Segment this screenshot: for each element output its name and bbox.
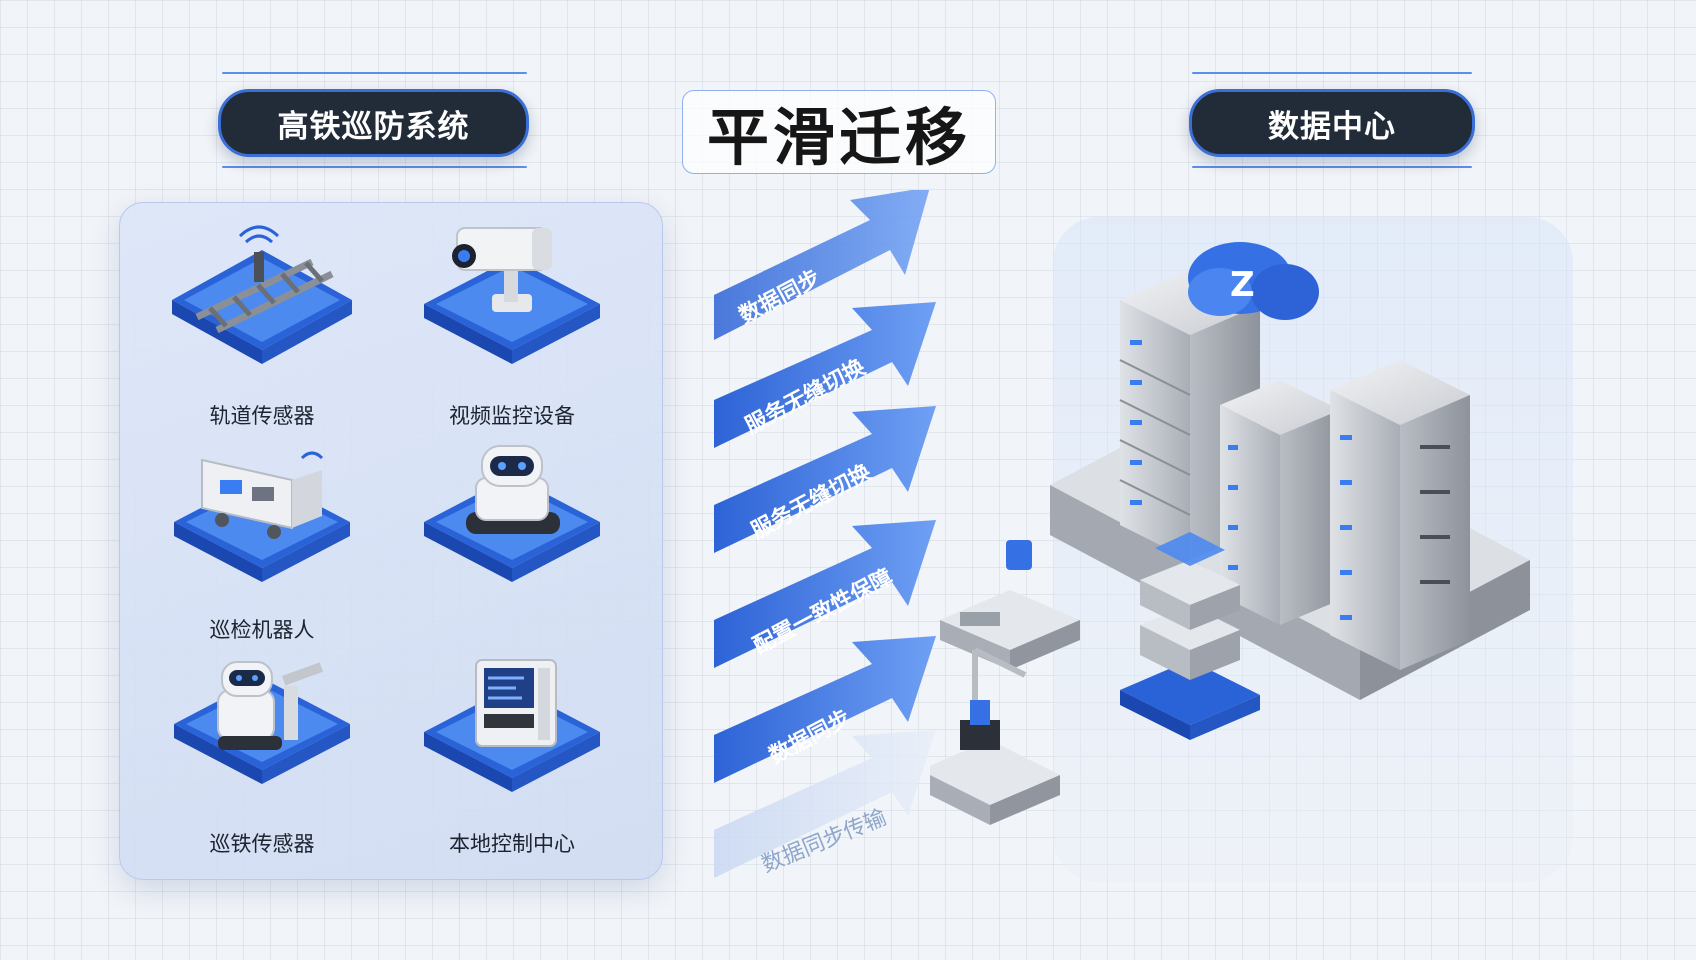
robot-icon [424,445,600,582]
device-control-terminal: 本地控制中心 [392,656,632,861]
cloud-icon: Z [1188,242,1319,320]
left-header-text: 高铁巡防系统 [277,108,470,145]
arrow-3 [714,406,936,553]
device-robot [392,440,632,645]
arrow-1 [714,190,930,340]
left-header-pill: 高铁巡防系统 [218,89,529,157]
device-label: 巡铁传感器 [209,832,315,856]
arrow-6 [714,730,936,878]
control-terminal-icon [424,659,600,792]
device-inspection-train: 巡检机器人 [142,440,382,645]
camera-icon [424,227,600,364]
server-rack-3 [1330,360,1470,670]
right-header-text: 数据中心 [1268,108,1396,145]
main-title-text: 平滑迁移 [706,101,971,174]
device-label: 本地控制中心 [449,832,575,856]
robotic-arm [930,647,1060,825]
rail-sensor-icon [172,225,352,364]
svg-text:Z: Z [1230,265,1255,305]
device-label: 视频监控设备 [449,404,575,428]
inspection-train-icon [174,451,350,582]
device-label: 轨道传感器 [209,404,315,428]
main-title: 平滑迁移 [682,90,996,174]
robot-arm-icon [174,661,350,784]
data-center-illustration: Z [930,242,1530,825]
migration-arrows [714,190,936,878]
device-label: 巡检机器人 [209,618,315,642]
server-rack-2 [1220,380,1340,625]
right-header-pill: 数据中心 [1189,89,1475,157]
device-camera: 视频监控设备 [392,222,632,428]
edge-terminal [940,540,1080,670]
arrow-2 [714,302,936,448]
network-node-stack [1120,532,1260,740]
arrow-5 [714,636,936,783]
device-rail-sensor: 轨道传感器 [142,222,382,428]
arrow-4 [714,520,936,668]
device-robot-arm: 巡铁传感器 [142,656,382,861]
